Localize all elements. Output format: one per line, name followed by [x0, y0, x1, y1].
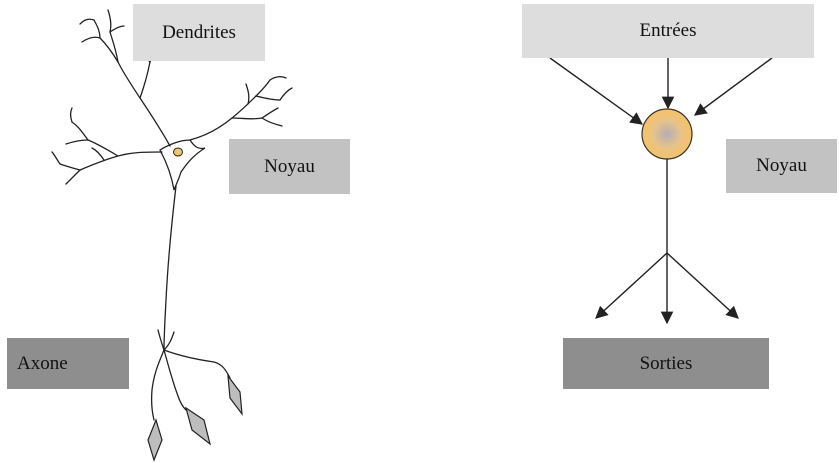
dendrites-label: Dendrites	[133, 4, 265, 61]
axon-terminal-bulb	[148, 420, 162, 460]
nucleus-label-artificial: Noyau	[726, 139, 837, 193]
input-arrow	[550, 58, 642, 124]
soma-outline	[160, 140, 205, 190]
outputs-label: Sorties	[563, 338, 769, 389]
axon-terminals	[152, 330, 230, 420]
output-arrow	[596, 253, 667, 318]
biological-neuron	[52, 10, 292, 460]
dendrites-right	[190, 77, 292, 140]
dendrites-left	[52, 108, 162, 184]
nucleus-label-biological: Noyau	[229, 139, 350, 194]
input-arrow	[695, 58, 772, 115]
inputs-label: Entrées	[522, 4, 814, 58]
axon-label: Axone	[7, 338, 129, 389]
axon	[164, 186, 176, 350]
neuron-node	[642, 109, 692, 159]
axon-terminal-bulb	[228, 376, 242, 414]
output-arrow	[667, 253, 738, 318]
axon-terminal-bulb	[186, 408, 210, 444]
nucleus-dot	[174, 148, 183, 156]
